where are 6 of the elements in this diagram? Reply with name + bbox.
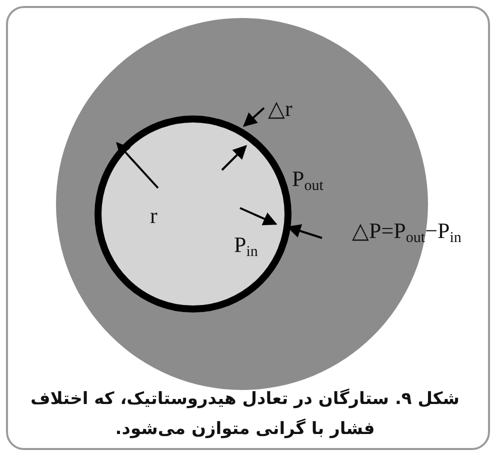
radius-label: r xyxy=(150,205,158,227)
pressure-label: P$_{out}$ xyxy=(292,168,324,194)
figure-caption: شکل ۹. ستارگان در تعادل هیدروستاتیک، که اختلاف فشار با گرانی متوازن می‌شود. xyxy=(30,388,460,441)
dimension-label: △r xyxy=(268,98,292,120)
equation-text: △P=P$_{out}$−P$_{in}$ xyxy=(352,220,462,246)
pressure-label: P$_{in}$ xyxy=(234,234,258,260)
